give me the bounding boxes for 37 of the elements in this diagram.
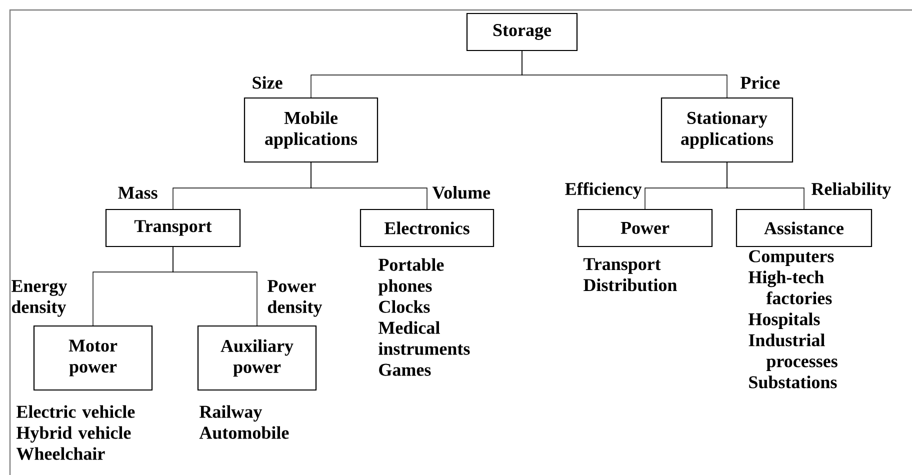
category-box: Electronics	[360, 208, 494, 248]
edge-label: Size	[252, 76, 282, 89]
edge-label: Price	[740, 76, 780, 89]
edge-label: Volume	[432, 186, 490, 199]
category-box: Power	[577, 208, 713, 248]
list-item: Distribution	[584, 278, 677, 292]
connector-line	[522, 50, 728, 98]
category-box: Auxiliary power	[197, 325, 317, 391]
category-box: Mobile applications	[244, 97, 378, 163]
list-item: Railway	[200, 405, 262, 422]
edge-label: Reliability	[812, 182, 892, 199]
edge-label: Energy density	[12, 280, 68, 317]
category-box: Stationary applications	[660, 97, 794, 163]
list-item: Substations	[749, 376, 837, 388]
list-item: Computers	[749, 250, 834, 266]
list-item: Electric vehicle	[16, 405, 135, 418]
category-box: Transport	[105, 208, 241, 248]
list-item: Clocks	[379, 300, 430, 313]
list-item: Wheelchair	[16, 447, 105, 460]
list-item: Automobile	[199, 426, 289, 439]
list-item: Industrial processes	[748, 334, 838, 371]
list-item: High-tech factories	[748, 270, 832, 304]
list-item: Hospitals	[748, 312, 820, 329]
category-box: Storage	[466, 12, 578, 52]
list-item: Hybrid vehicle	[16, 426, 131, 443]
list-item: Portable phones	[378, 258, 444, 296]
list-item: Games	[379, 364, 431, 376]
connector-line	[726, 162, 804, 210]
list-item: Transport	[584, 258, 661, 274]
list-item: Medical instruments	[378, 321, 470, 355]
edge-label: Efficiency	[565, 182, 642, 199]
category-box: Motor power	[33, 325, 153, 391]
edge-label: Power density	[268, 280, 322, 317]
category-box: Assistance	[736, 208, 872, 248]
connector-line	[310, 162, 428, 210]
connector-line	[172, 246, 258, 326]
edge-label: Mass	[118, 186, 158, 199]
